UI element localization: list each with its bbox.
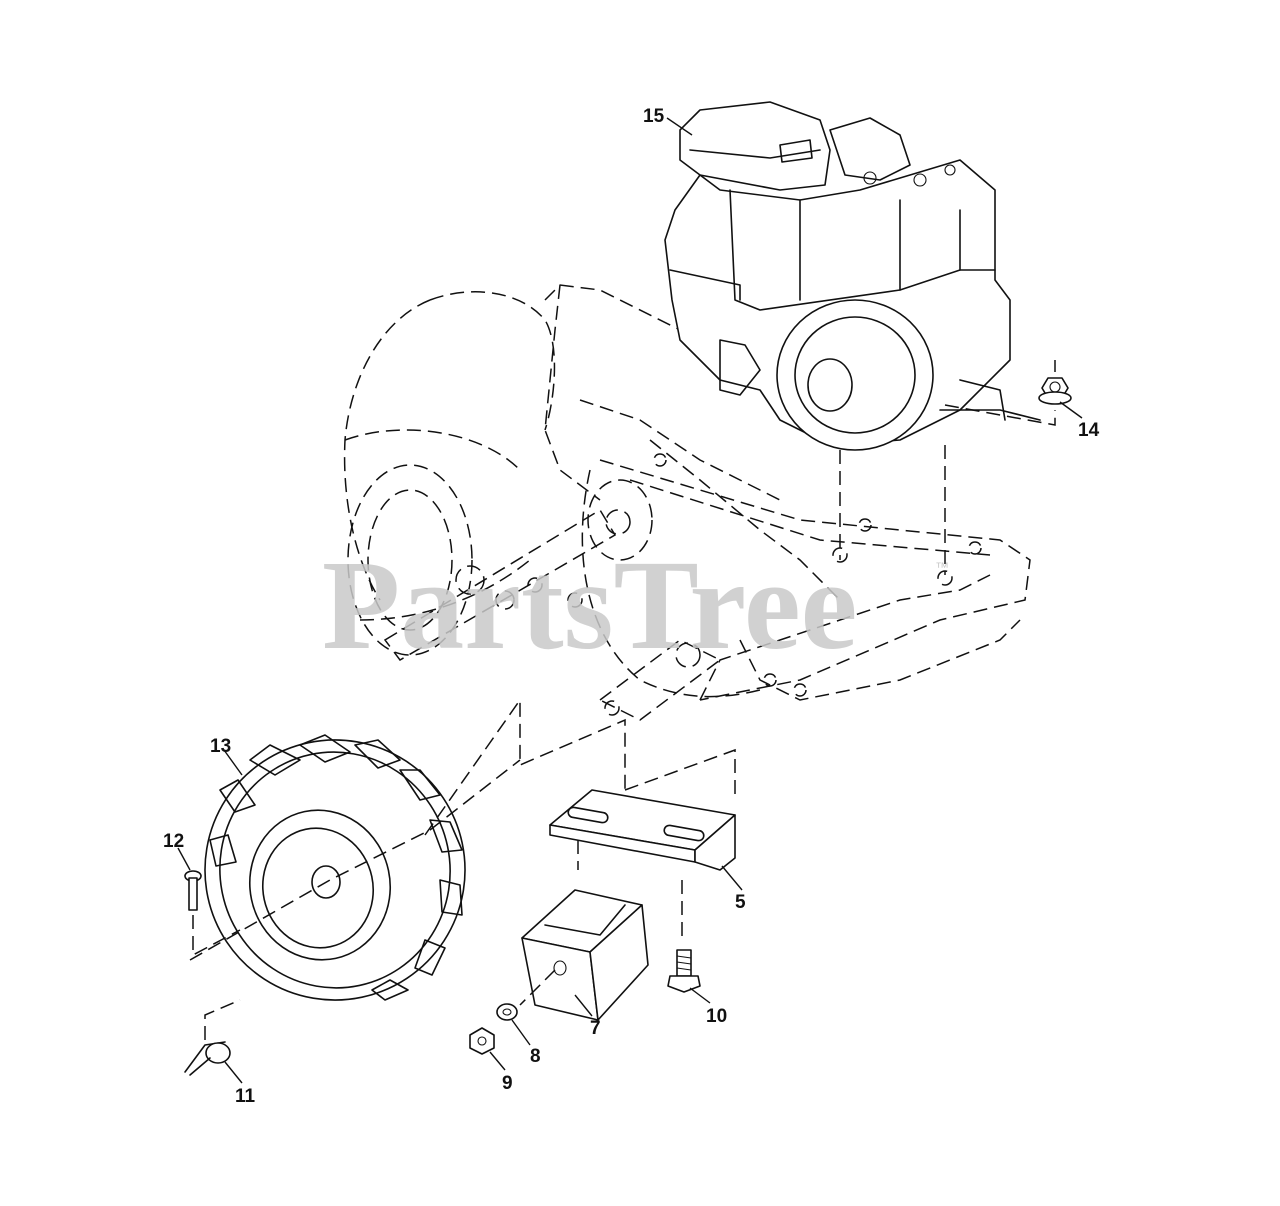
- watermark-trademark: ™: [935, 559, 949, 575]
- clevis-pin: [184, 870, 241, 957]
- weight-mount-line: [519, 969, 556, 1006]
- leader-lines: [177, 117, 1083, 1084]
- nut: [469, 1027, 495, 1055]
- hitch-pin: [184, 999, 241, 1076]
- callout-9: 9: [502, 1073, 513, 1094]
- callout-10: 10: [706, 1006, 727, 1027]
- weight: [521, 889, 649, 1021]
- bracket-mount-line: [624, 748, 736, 800]
- callout-7: 7: [590, 1018, 601, 1039]
- callout-8: 8: [530, 1046, 541, 1067]
- callout-11: 11: [235, 1086, 256, 1107]
- bracket: [549, 789, 736, 871]
- bolt: [667, 949, 701, 993]
- engine: [664, 101, 1041, 451]
- callout-12: 12: [163, 831, 184, 852]
- callout-15: 15: [643, 106, 665, 127]
- callout-14: 14: [1078, 420, 1100, 441]
- washer: [496, 1003, 518, 1021]
- flange-nut-line: [944, 404, 1056, 426]
- flange-nut: [1038, 360, 1072, 405]
- callout-13: 13: [210, 736, 231, 757]
- watermark: PartsTree: [322, 534, 857, 676]
- tine-frame: [343, 284, 1031, 721]
- wheel: [189, 734, 521, 1001]
- wheel-axle-line: [424, 697, 626, 836]
- callout-5: 5: [735, 892, 746, 913]
